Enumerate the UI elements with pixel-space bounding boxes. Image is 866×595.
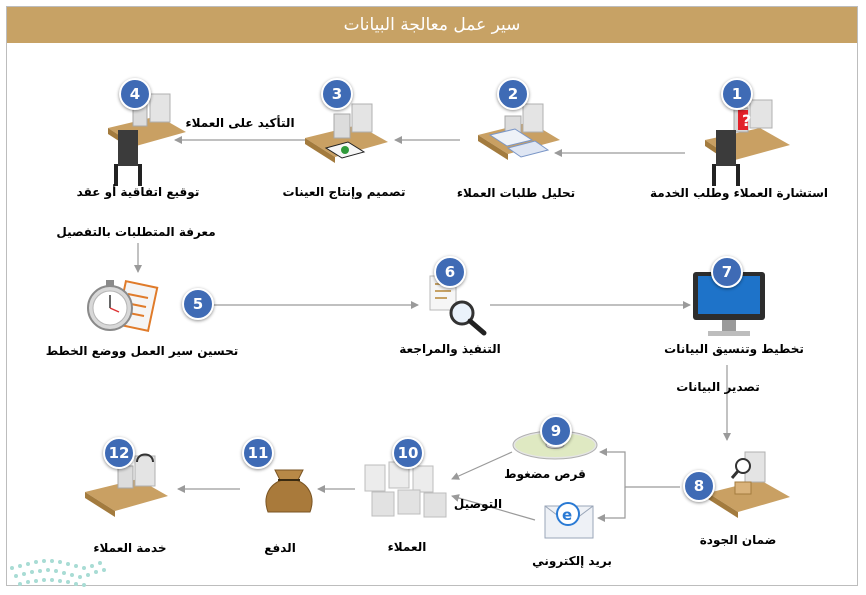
step-badge-6: 6: [434, 256, 466, 288]
connector-label-export-data: تصدير البيانات: [676, 380, 760, 394]
consultation-desk-icon: ?: [705, 99, 790, 186]
money-bag-icon: [265, 469, 313, 513]
step-label-2: تحليل طلبات العملاء: [456, 186, 576, 200]
customers-group-icon: [364, 461, 447, 518]
arrow-8-to-9: [599, 448, 680, 488]
customer-service-desk-icon: [85, 453, 168, 517]
step-badge-2: 2: [497, 78, 529, 110]
step-label-11: الدفع: [264, 541, 296, 555]
step-label-12: خدمة العملاء: [93, 541, 167, 555]
email-envelope-icon: e: [544, 502, 594, 539]
connector-label-delivery: التوصيل: [453, 497, 503, 511]
signing-desk-icon: [108, 93, 186, 186]
step-label-3: تصميم وإنتاج العينات: [282, 185, 406, 199]
analysis-desk-icon: [478, 103, 560, 160]
diagram-title: سير عمل معالجة البيانات: [7, 7, 857, 43]
step-badge-8: 8: [683, 470, 715, 502]
svg-text:?: ?: [742, 111, 751, 130]
stopwatch-checklist-icon: [87, 279, 159, 333]
step-badge-10: 10: [392, 437, 424, 469]
step-badge-9: 9: [540, 415, 572, 447]
arrow-8-to-email: [597, 487, 626, 522]
step-badge-1: 1: [721, 78, 753, 110]
email-label: بريد إلكتروني: [532, 554, 612, 568]
dotted-pattern-decoration: [10, 559, 106, 587]
step-label-10: العملاء: [387, 540, 427, 554]
design-desk-icon: [305, 103, 388, 163]
arrow-email-to-10: [451, 494, 536, 521]
step-label-6: التنفيذ والمراجعة: [399, 342, 501, 356]
flow-arrows: [134, 136, 731, 522]
magnifier-document-icon: [429, 275, 487, 336]
step-badge-11: 11: [242, 437, 274, 469]
step-label-5: تحسين سير العمل ووضع الخطط: [45, 344, 239, 358]
step-label-4: توقيع اتفاقية أو عقد: [76, 185, 200, 199]
step-label-1: استشارة العملاء وطلب الخدمة: [649, 186, 829, 200]
connector-label-confirm-clients: التأكيد على العملاء: [185, 116, 295, 130]
step-label-7: تخطيط وتنسيق البيانات: [664, 342, 804, 356]
quality-inspection-icon: [708, 451, 790, 518]
svg-text:e: e: [562, 506, 572, 524]
step-badge-12: 12: [103, 437, 135, 469]
arrow-9-to-10: [451, 451, 513, 480]
step-badge-3: 3: [321, 78, 353, 110]
step-label-8: ضمان الجودة: [699, 533, 777, 547]
step-label-9: قرص مضغوط: [504, 467, 586, 481]
step-badge-5: 5: [182, 288, 214, 320]
step-badge-4: 4: [119, 78, 151, 110]
step-badge-7: 7: [711, 256, 743, 288]
connector-label-detailed-requirements: معرفة المتطلبات بالتفصيل: [56, 225, 216, 239]
